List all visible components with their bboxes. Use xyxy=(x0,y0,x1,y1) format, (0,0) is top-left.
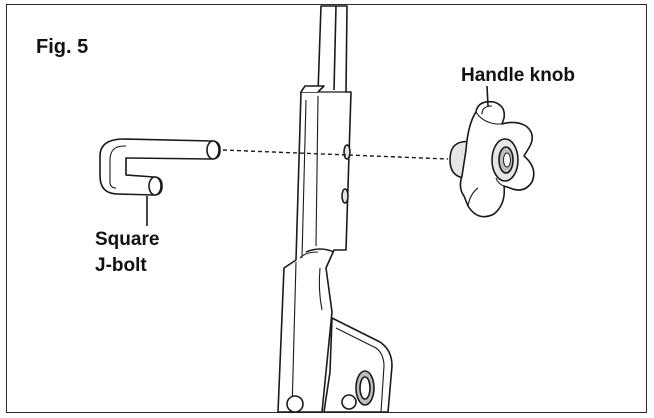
handle-tube xyxy=(277,5,352,413)
square-j-bolt xyxy=(99,138,221,196)
j-bolt-label-line1: Square xyxy=(95,229,160,250)
handle-knob-label: Handle knob xyxy=(461,65,576,86)
figure-number-label: Fig. 5 xyxy=(36,36,89,58)
mounting-bracket xyxy=(286,317,393,413)
handle-knob xyxy=(449,100,535,218)
knob-leader-line xyxy=(486,85,489,107)
alignment-axis-dashed-line xyxy=(222,149,449,160)
j-bolt-label-line2: J-bolt xyxy=(95,255,147,276)
